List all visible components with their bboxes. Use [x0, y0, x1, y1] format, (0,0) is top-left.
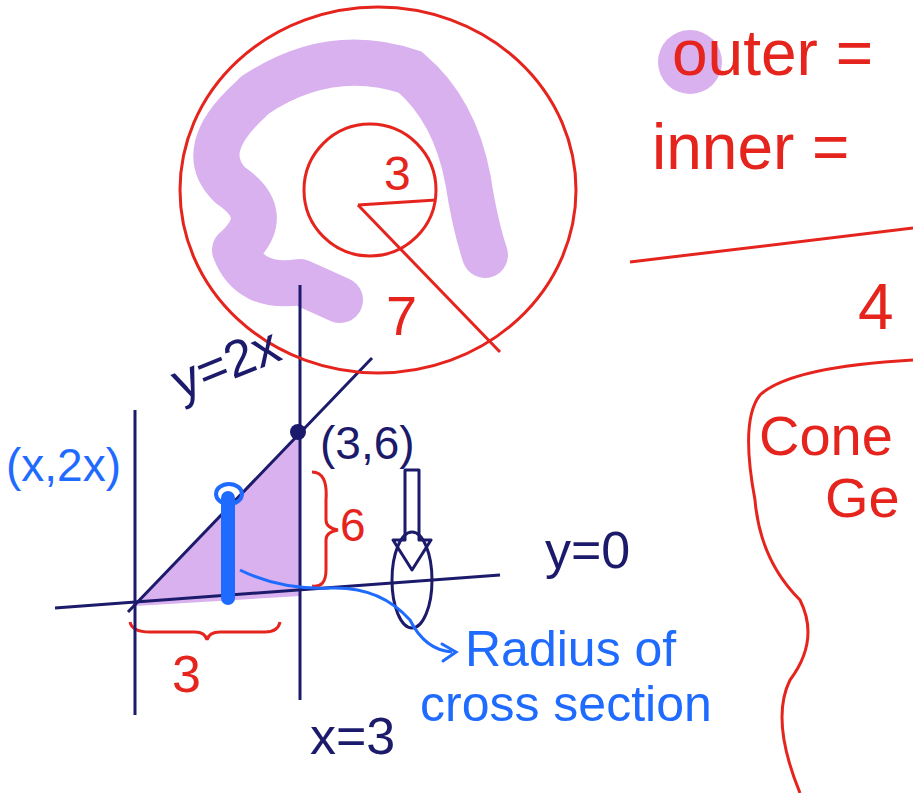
note-text-holder: inner = — [652, 112, 849, 182]
node-text-holder: 3 — [384, 148, 411, 201]
note-text: inner = — [652, 112, 849, 182]
height-bracket — [312, 472, 338, 586]
vertical-line — [299, 285, 302, 700]
dimension-label: 6 — [340, 500, 366, 551]
point-label-holder: (3,6) — [320, 418, 415, 469]
axis-equation: y=0 — [545, 522, 630, 579]
line-equation: y=2x — [163, 316, 288, 411]
inner-circle-outline — [302, 122, 438, 258]
rotation-loop — [392, 532, 432, 628]
point-label: (3,6) — [320, 418, 415, 469]
line-equation-holder: y=2x — [163, 316, 288, 411]
outer-circle-outline — [178, 5, 578, 375]
note-number: 4 — [858, 272, 894, 342]
down-arrow — [393, 470, 431, 570]
leader-line — [240, 570, 452, 652]
note-number-holder: 4 — [858, 272, 894, 342]
annulus-highlight — [255, 63, 485, 255]
inner-circle: 3 — [302, 122, 438, 258]
point-label: (x,2x) — [6, 440, 121, 491]
point-label-holder: (x,2x) — [6, 440, 121, 491]
radius-bar — [221, 498, 235, 598]
inner-radius — [358, 200, 436, 205]
dimension-label: 3 — [172, 646, 201, 703]
outer-circle-border — [180, 7, 576, 373]
dimension-label-holder: 3 — [172, 646, 201, 703]
note-text: outer = — [672, 18, 873, 88]
node-text: 3 — [384, 148, 411, 201]
cone-region-border — [749, 360, 913, 793]
radius-bar-top — [216, 484, 242, 504]
y-axis — [134, 410, 137, 715]
axis-equation-holder: y=0 — [545, 522, 630, 579]
width-bracket — [130, 622, 280, 640]
leader-arrowhead — [442, 644, 456, 661]
outer-radius — [358, 205, 500, 352]
annotation-note-holder: Radius of cross section — [420, 622, 760, 732]
node-text-holder: Cone Ge — [759, 405, 909, 528]
node-text: Cone Ge — [759, 405, 909, 528]
inner-circle-border — [304, 124, 436, 256]
line-equation-holder: x=3 — [310, 708, 395, 765]
annotation-note: Radius of cross section — [420, 622, 760, 732]
underline — [630, 228, 913, 262]
point-dot — [290, 424, 306, 440]
node-text-holder: 7 — [386, 285, 417, 347]
annulus-highlight — [216, 100, 340, 300]
node-text: 7 — [386, 285, 417, 347]
cone-region: Cone Ge — [738, 355, 913, 793]
note-text-holder: outer = — [672, 18, 873, 88]
outer-circle: 73 — [178, 5, 578, 375]
dimension-label-holder: 6 — [340, 500, 366, 551]
line-equation: x=3 — [310, 708, 395, 765]
